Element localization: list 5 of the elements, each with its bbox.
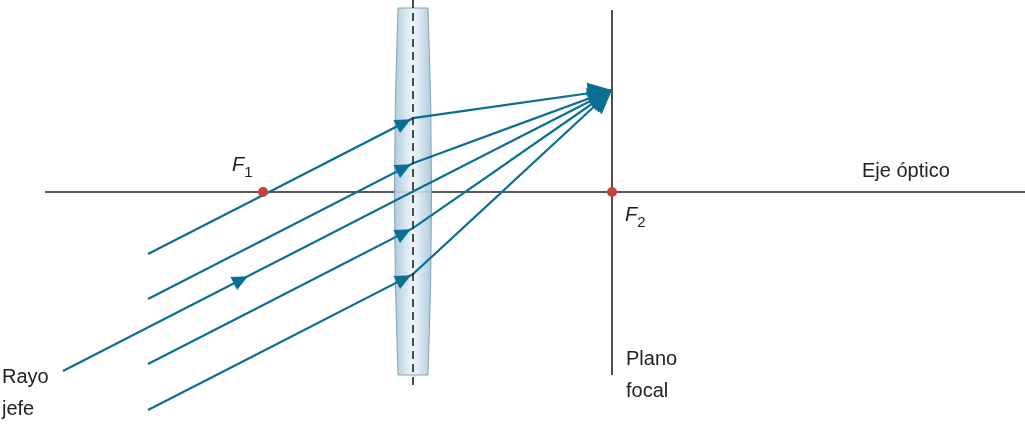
plane-label: Plano focal: [626, 346, 679, 403]
ray-label: Rayo jefe: [2, 364, 50, 421]
focal-point-label: F$_{1}$: [232, 152, 254, 182]
axis-label: Eje óptico: [862, 158, 951, 183]
focal-point-label: F$_{2}$: [625, 202, 647, 232]
